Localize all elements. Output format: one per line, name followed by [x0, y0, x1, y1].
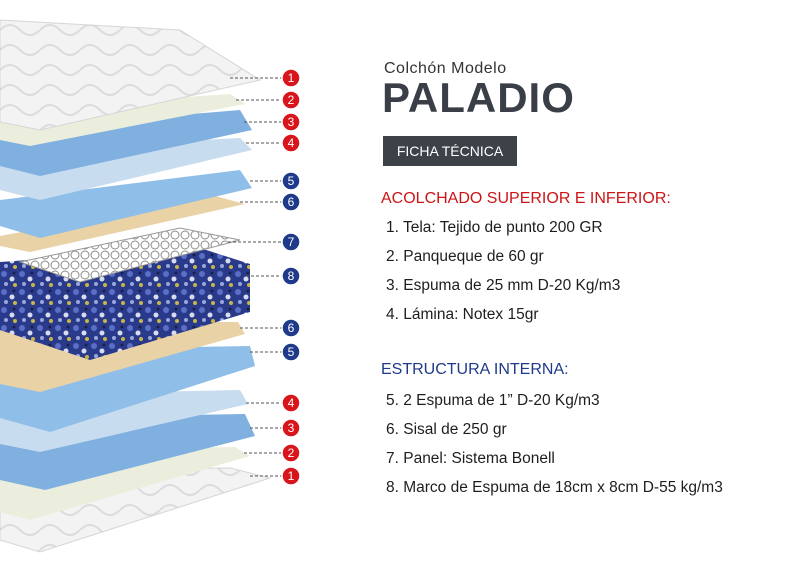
- spec-item: 3. Espuma de 25 mm D-20 Kg/m3: [386, 277, 621, 294]
- marker-number: 4: [288, 396, 295, 410]
- spec-item: 2. Panqueque de 60 gr: [386, 248, 544, 265]
- layer-marker-2: 2: [281, 443, 301, 463]
- product-model-title: PALADIO: [382, 74, 575, 121]
- layer-marker-4: 4: [281, 133, 301, 153]
- marker-number: 1: [288, 469, 295, 483]
- marker-circle: [281, 393, 301, 413]
- marker-circle: [281, 232, 301, 252]
- layer-7-bonell-springs: [18, 227, 241, 283]
- marker-number: 2: [288, 446, 295, 460]
- layer-marker-2: 2: [281, 90, 301, 110]
- marker-number: 4: [288, 136, 295, 150]
- section-title-padding: ACOLCHADO SUPERIOR E INFERIOR:: [381, 190, 671, 207]
- layer-marker-1: 1: [281, 466, 301, 486]
- layer-marker-3: 3: [281, 112, 301, 132]
- layer-marker-6: 6: [281, 318, 301, 338]
- marker-number: 6: [288, 321, 295, 335]
- marker-circle: [281, 342, 301, 362]
- layer-marker-5: 5: [281, 342, 301, 362]
- marker-circle: [281, 318, 301, 338]
- marker-circle: [281, 112, 301, 132]
- marker-circle: [281, 466, 301, 486]
- spec-item: 1. Tela: Tejido de punto 200 GR: [386, 219, 603, 236]
- spec-item: 5. 2 Espuma de 1” D-20 Kg/m3: [386, 392, 600, 409]
- marker-circle: [281, 90, 301, 110]
- marker-number: 6: [288, 195, 295, 209]
- spec-item: 4. Lámina: Notex 15gr: [386, 306, 539, 323]
- layer-marker-5: 5: [281, 171, 301, 191]
- marker-circle: [281, 68, 301, 88]
- marker-number: 5: [288, 174, 295, 188]
- marker-number: 2: [288, 93, 295, 107]
- marker-circle: [281, 443, 301, 463]
- layer-marker-6: 6: [281, 192, 301, 212]
- marker-number: 3: [288, 115, 295, 129]
- spec-item: 6. Sisal de 250 gr: [386, 421, 507, 438]
- layer-marker-3: 3: [281, 418, 301, 438]
- section-title-internal-structure: ESTRUCTURA INTERNA:: [381, 361, 569, 378]
- layer-5-top: [0, 170, 252, 238]
- marker-circle: [281, 171, 301, 191]
- layer-marker-1: 1: [281, 68, 301, 88]
- marker-circle: [281, 266, 301, 286]
- marker-number: 3: [288, 421, 295, 435]
- layer-marker-8: 8: [281, 266, 301, 286]
- marker-circle: [281, 133, 301, 153]
- marker-number: 5: [288, 345, 295, 359]
- layer-marker-4: 4: [281, 393, 301, 413]
- spec-item: 7. Panel: Sistema Bonell: [386, 450, 555, 467]
- marker-number: 1: [288, 71, 295, 85]
- marker-number: 7: [288, 235, 295, 249]
- layer-6-top: [0, 196, 245, 252]
- layer-1-top: [0, 19, 262, 131]
- layer-marker-7: 7: [281, 232, 301, 252]
- marker-circle: [281, 418, 301, 438]
- marker-circle: [281, 192, 301, 212]
- mattress-layers-illustration: 1 2 3 4 5 6 7 8 6 5 4 3 2 1: [0, 19, 301, 553]
- spec-sheet-badge: FICHA TÉCNICA: [383, 136, 517, 166]
- marker-number: 8: [288, 269, 295, 283]
- spec-item: 8. Marco de Espuma de 18cm x 8cm D-55 kg…: [386, 479, 723, 496]
- product-subtitle: Colchón Modelo: [384, 60, 507, 77]
